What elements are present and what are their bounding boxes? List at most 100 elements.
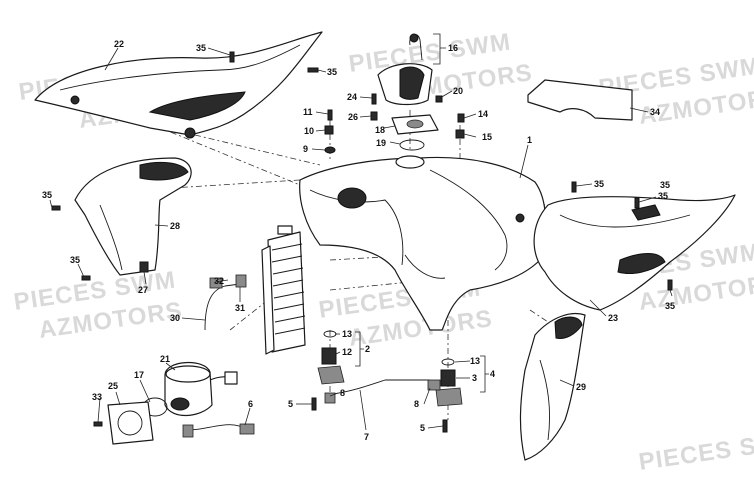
callout-24: 24 [347, 92, 357, 102]
hose-connector [324, 392, 336, 404]
coolant-hose-lower [331, 379, 430, 395]
fuel-pump-base [170, 397, 190, 411]
side-panel-vent [617, 253, 666, 275]
filler-flange [391, 114, 439, 151]
fuel-pump-assembly [107, 361, 255, 445]
callout-17: 17 [134, 370, 144, 380]
air-scoop-crease [99, 204, 123, 271]
leader-line [629, 107, 649, 113]
radiator-cap [277, 225, 293, 235]
callout-7: 7 [364, 432, 369, 442]
side-panel-right [533, 194, 736, 311]
callout-35: 35 [42, 190, 52, 200]
assembly-line [329, 279, 431, 291]
callout-30: 30 [170, 313, 180, 323]
callout-35: 35 [594, 179, 604, 189]
leader-line [143, 271, 147, 285]
screw [327, 109, 333, 121]
screw [634, 197, 640, 209]
radiator-fins [271, 243, 306, 335]
callout-19: 19 [376, 138, 386, 148]
bolt [442, 419, 448, 433]
lower-shroud-grille [554, 316, 583, 339]
side-panel-tab [631, 204, 661, 221]
fitting-bracket [435, 387, 463, 407]
fuel-pump-flange [107, 401, 154, 445]
callout-8: 8 [340, 388, 345, 398]
leader-line [49, 199, 53, 209]
leader-line [359, 96, 373, 99]
callout-34: 34 [650, 107, 660, 117]
leader-line [315, 129, 326, 132]
callout-9: 9 [303, 144, 308, 154]
callout-13: 13 [470, 356, 480, 366]
radiator-hose-left [204, 274, 247, 331]
fuel-tank-recess [337, 187, 367, 209]
callout-15: 15 [482, 132, 492, 142]
leader-line [77, 263, 85, 278]
leader-bracket [480, 355, 489, 393]
callout-32: 32 [214, 276, 224, 286]
leader-line [115, 391, 121, 406]
leader-line [638, 196, 657, 203]
callout-5: 5 [420, 423, 425, 433]
fuel-tank-contour [309, 189, 404, 266]
hose-fitting [235, 274, 247, 288]
callout-25: 25 [108, 381, 118, 391]
leader-line [154, 224, 169, 227]
lower-shroud [519, 313, 586, 461]
filler-flange-hole [406, 119, 424, 129]
radiator [261, 225, 306, 355]
fasteners [51, 51, 673, 427]
callout-35: 35 [660, 180, 670, 190]
lower-shroud-shell [519, 313, 586, 461]
callout-35: 35 [658, 191, 668, 201]
air-scoop-clip [139, 261, 149, 273]
grommet [321, 347, 337, 365]
leader-bracket [433, 33, 446, 65]
fuel-tank-neck [395, 155, 425, 169]
screw [229, 51, 235, 63]
washer [441, 358, 455, 366]
assembly-line [229, 299, 269, 331]
side-cover-vent [148, 91, 246, 121]
leader-lines [49, 33, 673, 431]
callout-35: 35 [196, 43, 206, 53]
leader-line [559, 379, 575, 387]
callout-1: 1 [527, 135, 532, 145]
screw [667, 279, 673, 291]
screw [457, 113, 465, 123]
leader-line [463, 133, 477, 138]
nut [370, 111, 378, 121]
callout-3: 3 [472, 373, 477, 383]
fuel-tank-mount [515, 213, 525, 223]
fuel-cap-insert [399, 66, 425, 100]
screw [435, 95, 443, 103]
callout-20: 20 [453, 86, 463, 96]
air-scoop-grille [139, 161, 189, 181]
callout-2: 2 [365, 344, 370, 354]
leader-line [427, 425, 444, 429]
tank-pad [527, 79, 633, 121]
hose-connector [427, 379, 441, 391]
assembly-line [79, 94, 301, 186]
callout-14: 14 [478, 109, 488, 119]
callout-21: 21 [160, 354, 170, 364]
leader-line [317, 69, 327, 73]
leader-line [669, 289, 673, 297]
fuel-tank [299, 155, 547, 331]
grommet [455, 129, 465, 139]
side-panel-crease [559, 214, 691, 228]
leader-line [454, 360, 471, 363]
leader-line [575, 183, 593, 187]
coolant-hose [331, 379, 430, 395]
callout-6: 6 [248, 399, 253, 409]
leader-line [244, 407, 251, 426]
side-cover-shell [34, 31, 323, 136]
leader-line [207, 47, 231, 56]
leader-line [139, 379, 151, 403]
callout-29: 29 [576, 382, 586, 392]
leader-line [311, 148, 326, 151]
callout-18: 18 [375, 125, 385, 135]
